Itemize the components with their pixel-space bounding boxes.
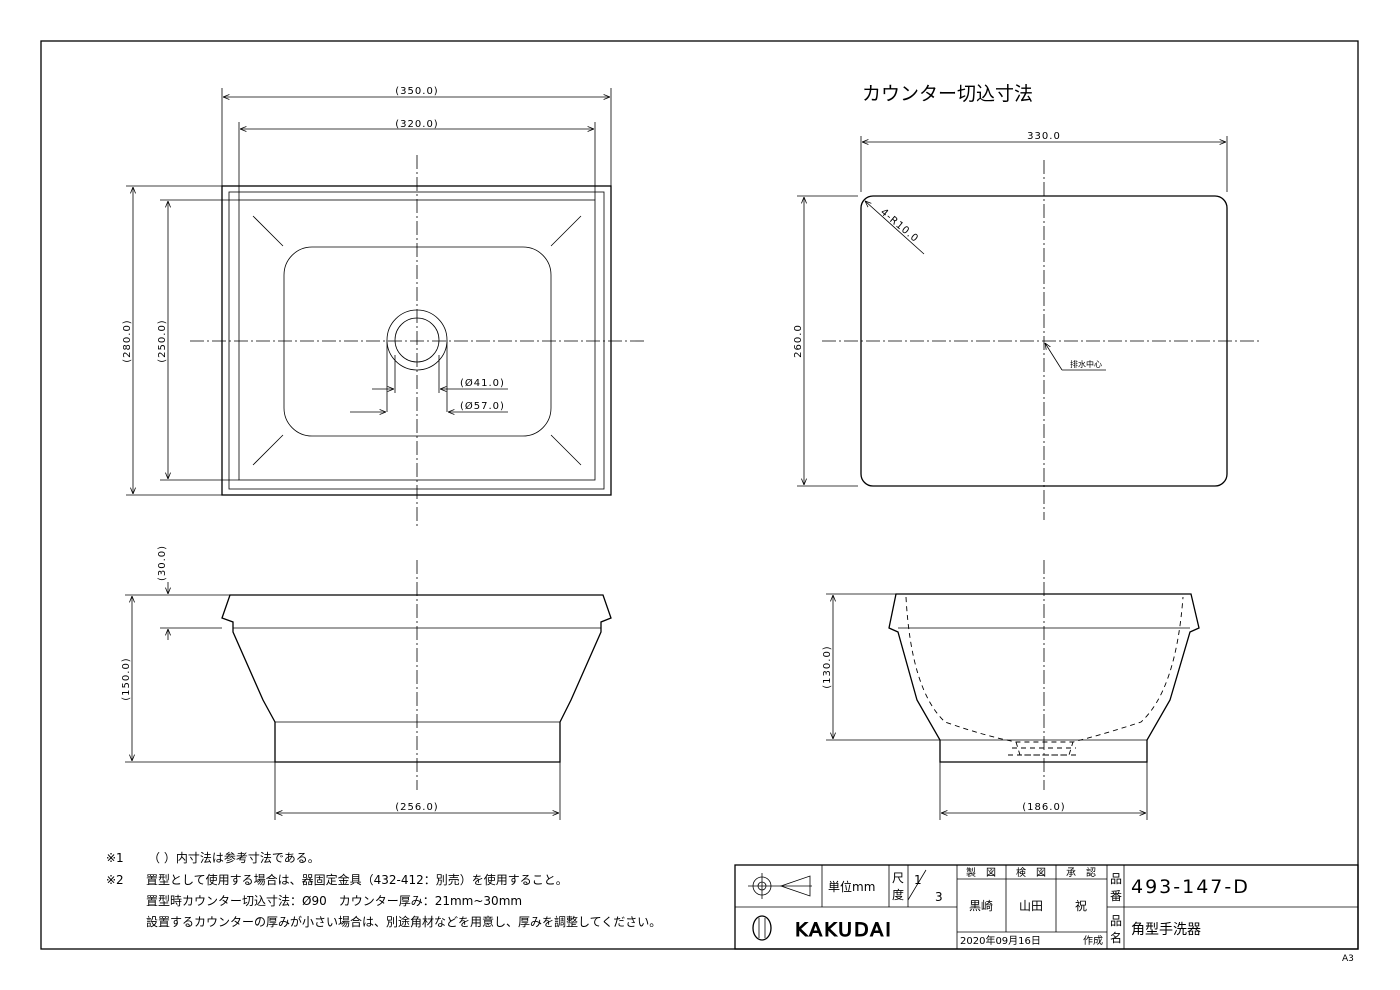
note-line-4: 設置するカウンターの厚みが小さい場合は、別途角材などを用意し、厚みを調整してくだ… [146,914,661,929]
note-mark-2: ※2 [106,873,124,887]
cutout-title: カウンター切込寸法 [862,83,1033,105]
side-section-view: (130.0) (186.0) [822,560,1200,820]
tb-line [907,869,927,901]
dim-cut-width: 330.0 [1027,131,1061,142]
notes: ※1 （ ）内寸法は参考寸法である。 ※2 置型として使用する場合は、器固定金具… [106,850,661,929]
top-view-rim-inner [228,191,605,490]
part-name-label-2: 名 [1110,930,1122,945]
dim-drain-inner: (Ø41.0) [460,377,505,389]
sheet-size: A3 [1342,954,1354,964]
part-no-label-1: 品 [1110,872,1122,886]
front-view: (150.0) (30.0) (256.0) [121,545,612,820]
approved-by: 祝 [1075,899,1087,913]
corner-line [252,215,284,247]
dim-inner-height: (250.0) [157,319,168,362]
side-inner-hidden [905,596,1184,743]
dim-outer-width: (350.0) [395,86,438,97]
scale-denominator: 3 [935,890,943,904]
date-suffix: 作成 [1083,935,1103,947]
dim-drain-outer: (Ø57.0) [460,400,505,412]
leader-line [1045,343,1063,371]
dim-cut-height: 260.0 [793,324,804,358]
note-line-1: （ ）内寸法は参考寸法である。 [148,850,320,865]
dim-outer-height: (280.0) [122,319,133,362]
top-view-basin [283,246,552,437]
front-view-outline [221,594,612,763]
note-line-2: 置型として使用する場合は、器固定金具（432-412：別売）を使用すること。 [146,872,568,887]
drawing-frame [40,40,1359,950]
corner-line [550,215,582,247]
scale-label-2: 度 [892,887,904,902]
part-name: 角型手洗器 [1131,922,1201,938]
kakudai-logo-icon: KAKUDAI [752,915,893,942]
dim-side-base-width: (186.0) [1022,802,1065,813]
dim-inner-width: (320.0) [395,119,438,130]
leader-line [865,201,925,255]
scale-numerator: 1 [914,873,922,887]
unit-label: 単位mm [828,879,875,894]
note-line-3: 置型時カウンター切込寸法：Ø90 カウンター厚み：21mm~30mm [146,894,522,908]
drawing-date: 2020年09月16日 [960,934,1041,947]
projection-symbol-icon [748,873,812,899]
approved-label: 承 認 [1066,866,1096,879]
drain-center-label: 排水中心 [1070,359,1102,369]
part-name-label-1: 品 [1110,914,1122,928]
checked-label: 検 図 [1016,866,1046,879]
part-no-label-2: 番 [1110,889,1122,903]
cutout-view: カウンター切込寸法 330.0 260.0 4-R10.0 排水中心 [793,83,1262,520]
dim-rim-height: (30.0) [157,545,168,581]
note-mark-1: ※1 [106,851,124,865]
dim-side-height: (130.0) [822,645,833,688]
logo-text: KAKUDAI [795,919,893,941]
dim-base-width: (256.0) [395,802,438,813]
drawn-by: 黒崎 [969,899,993,913]
scale-label-1: 尺 [892,871,904,885]
corner-line [252,434,284,466]
dim-body-height: (150.0) [121,657,132,700]
corner-line [550,434,582,466]
dim-cut-radius: 4-R10.0 [878,207,920,245]
part-number: 493-147-D [1131,876,1250,898]
top-view-rim-outer [221,185,612,496]
drawn-label: 製 図 [966,866,996,879]
checked-by: 山田 [1019,899,1043,913]
top-view: (350.0) (320.0) (280.0) (250.0) (Ø41.0) … [122,86,645,527]
title-block: 単位mm 尺 度 1 3 製 図 検 図 承 認 黒崎 山田 祝 2020年09… [734,864,1359,950]
